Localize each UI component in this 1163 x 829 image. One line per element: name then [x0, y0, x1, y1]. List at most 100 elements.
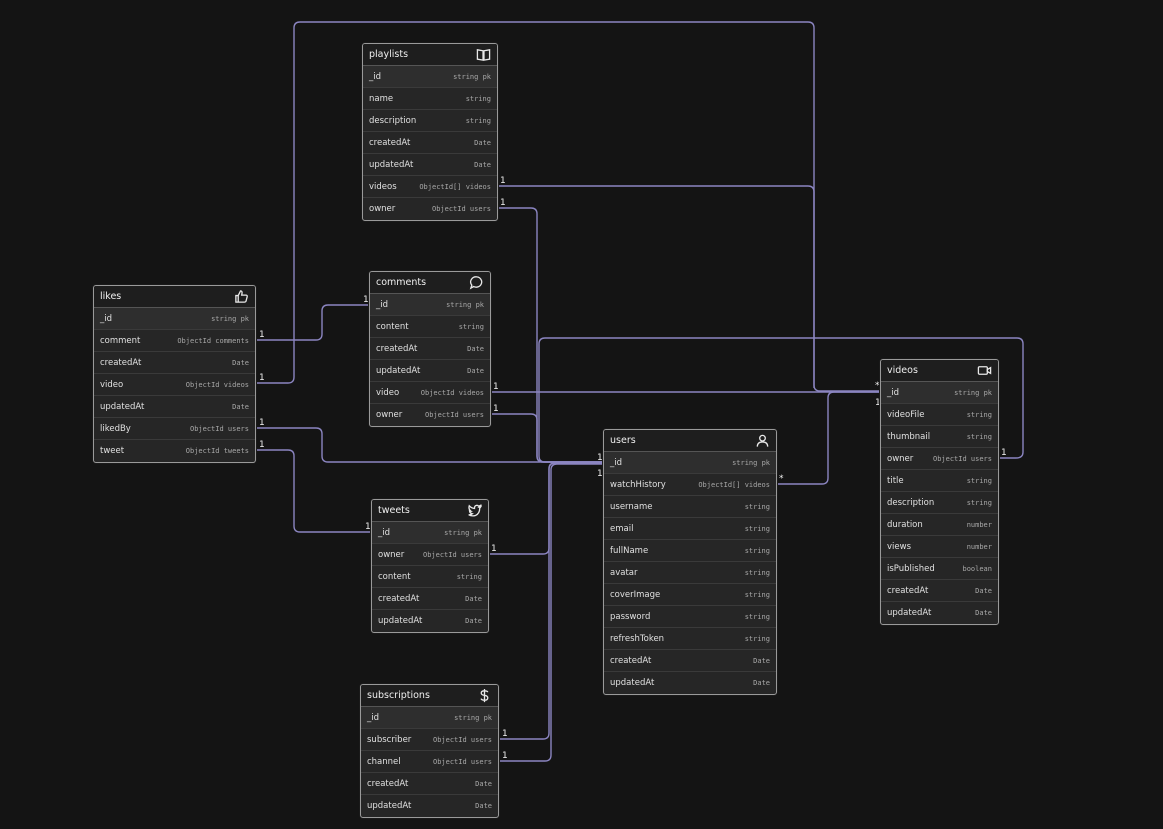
field-name: comment [100, 335, 141, 346]
field-type: string [744, 612, 770, 621]
cardinality-label: 1 [502, 751, 508, 761]
field-name: _id [100, 313, 113, 324]
field-name: thumbnail [887, 431, 931, 442]
field-name: content [376, 321, 409, 332]
field-name: watchHistory [610, 479, 666, 490]
table-name: subscriptions [367, 690, 430, 701]
cardinality-label: 1 [493, 404, 499, 414]
cardinality-label: 1 [259, 373, 265, 383]
field-type: string [966, 476, 992, 485]
field-name: description [369, 115, 417, 126]
table-header[interactable]: videos [881, 360, 998, 382]
table-header[interactable]: playlists [363, 44, 497, 66]
field-type: ObjectId users [189, 424, 249, 433]
field-name: fullName [610, 545, 649, 556]
cardinality-label: 1 [259, 330, 265, 340]
field-type: Date [975, 609, 992, 617]
table-header[interactable]: subscriptions [361, 685, 498, 707]
cardinality-label: * [779, 474, 784, 484]
field-type: ObjectId tweets [185, 447, 249, 455]
field-type: string [744, 502, 770, 511]
field-type: Date [474, 138, 491, 147]
field-type: Date [467, 344, 484, 353]
field-name: content [378, 571, 411, 582]
field-type: number [966, 520, 992, 529]
field-name: views [887, 541, 912, 552]
table-name: playlists [369, 49, 409, 60]
field-type: string [966, 498, 992, 507]
table-header[interactable]: tweets [372, 500, 488, 522]
table-header[interactable]: comments [370, 272, 490, 294]
table-header[interactable]: likes [94, 286, 255, 308]
cardinality-label: 1 [597, 469, 603, 479]
field-name: createdAt [100, 357, 142, 368]
field-type: string pk [453, 72, 491, 81]
field-name: owner [378, 549, 405, 560]
field-name: updatedAt [378, 616, 423, 626]
connector-likes-tweet-tweets [255, 449, 372, 533]
table-header[interactable]: users [604, 430, 776, 452]
